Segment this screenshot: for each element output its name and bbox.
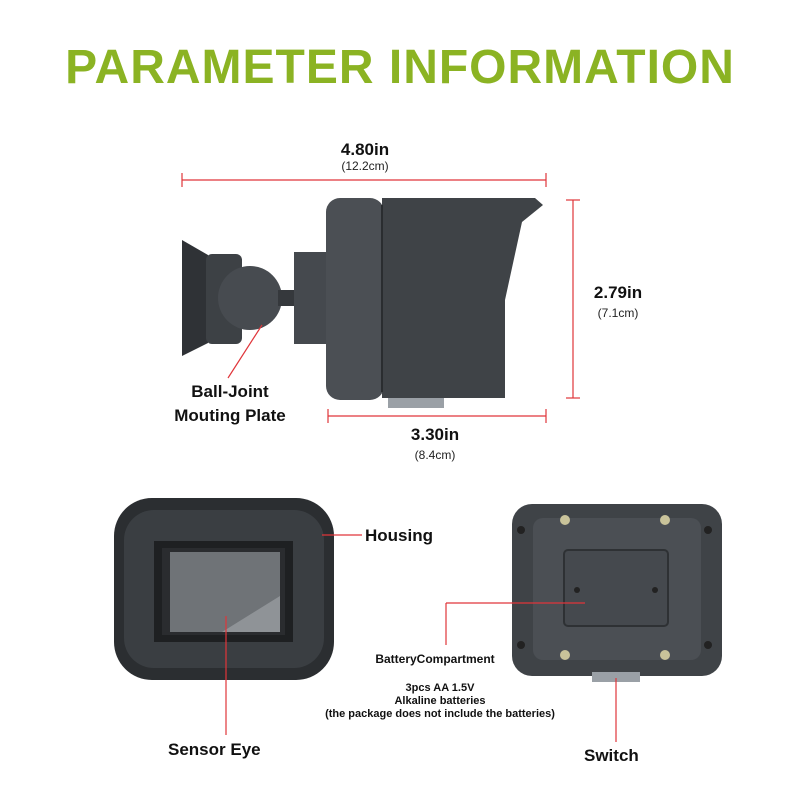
- page-title: PARAMETER INFORMATION: [65, 41, 735, 94]
- camera-back-view: [512, 504, 722, 682]
- housing-label: Housing: [365, 526, 433, 545]
- switch-label: Switch: [584, 746, 639, 765]
- ball-joint-label-line2: Mouting Plate: [174, 406, 286, 425]
- camera-side-view: [182, 198, 543, 408]
- width-metric: (12.2cm): [341, 159, 389, 173]
- width-value: 4.80in: [340, 140, 390, 159]
- battery-note-line1: 3pcs AA 1.5V: [405, 682, 475, 694]
- dimension-lines: [181, 173, 580, 423]
- height-value: 2.79in: [593, 283, 643, 302]
- leader-lines: [225, 324, 617, 742]
- battery-note-line2: Alkaline batteries: [394, 695, 486, 707]
- depth-metric: (8.4cm): [414, 448, 456, 462]
- battery-note-line3: (the package does not include the batter…: [325, 708, 555, 720]
- height-metric: (7.1cm): [597, 306, 639, 320]
- depth-value: 3.30in: [410, 425, 460, 444]
- ball-joint-label-line1: Ball-Joint: [191, 382, 269, 401]
- sensor-eye-label: Sensor Eye: [168, 740, 261, 759]
- battery-compartment-label: BatteryCompartment: [375, 652, 495, 666]
- camera-front-view: [114, 498, 334, 680]
